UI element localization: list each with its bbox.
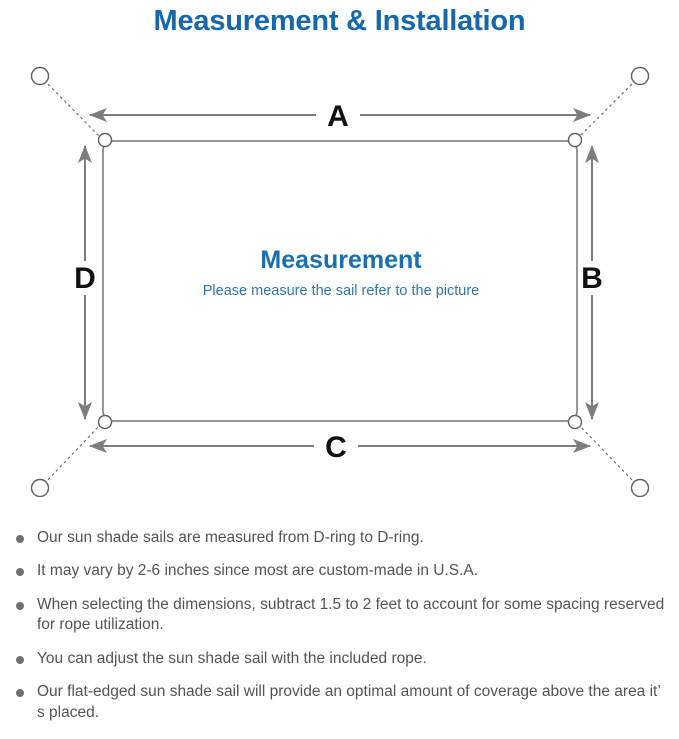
- notes-list: Our sun shade sails are measured from D-…: [0, 520, 679, 739]
- anchor-points: [30, 66, 650, 498]
- bullet-icon: [16, 568, 24, 577]
- note-text: Our flat-edged sun shade sail will provi…: [37, 683, 661, 721]
- rope-line-bottom-right: [577, 423, 637, 485]
- anchor-point-top-right: [630, 66, 650, 86]
- d-ring-bottom-right: [567, 414, 583, 430]
- note-text: When selecting the dimensions, subtract …: [37, 595, 665, 634]
- page-title: Measurement & Installation: [153, 4, 526, 37]
- bullet-icon: [16, 689, 24, 698]
- note-text: You can adjust the sun shade sail with t…: [37, 649, 427, 667]
- list-item: It may vary by 2-6 inches since most are…: [12, 561, 665, 581]
- rope-line-top-right: [577, 79, 637, 139]
- sail-outline: [102, 140, 578, 422]
- dimension-label-a: A: [327, 100, 349, 133]
- d-ring-top-right: [567, 132, 583, 148]
- dimension-label-b: B: [581, 262, 603, 295]
- bullet-icon: [16, 655, 24, 664]
- d-ring-bottom-left: [97, 414, 113, 430]
- anchor-point-top-left: [30, 66, 50, 86]
- sail-center-heading: Measurement: [260, 246, 422, 274]
- list-item: When selecting the dimensions, subtract …: [12, 595, 665, 636]
- bullet-icon: [16, 601, 24, 610]
- rope-line-top-left: [43, 79, 102, 139]
- dimension-label-d: D: [74, 262, 96, 295]
- list-item: Our sun shade sails are measured from D-…: [12, 528, 665, 548]
- dimension-label-c: C: [325, 431, 347, 464]
- d-ring-top-left: [97, 132, 113, 148]
- anchor-point-bottom-right: [630, 478, 650, 498]
- bullet-icon: [16, 535, 24, 543]
- sail-measurement-diagram: A C D B Measurement Please measure the s…: [0, 42, 679, 520]
- list-item: Our flat-edged sun shade sail will provi…: [12, 682, 665, 723]
- d-rings: [97, 132, 583, 430]
- note-text: It may vary by 2-6 inches since most are…: [37, 562, 479, 580]
- anchor-point-bottom-left: [30, 478, 50, 498]
- rope-line-bottom-left: [43, 423, 102, 485]
- rope-lines: [43, 79, 637, 485]
- sail-center-subtext: Please measure the sail refer to the pic…: [203, 283, 479, 299]
- note-text: Our sun shade sails are measured from D-…: [37, 529, 424, 546]
- list-item: You can adjust the sun shade sail with t…: [12, 649, 665, 669]
